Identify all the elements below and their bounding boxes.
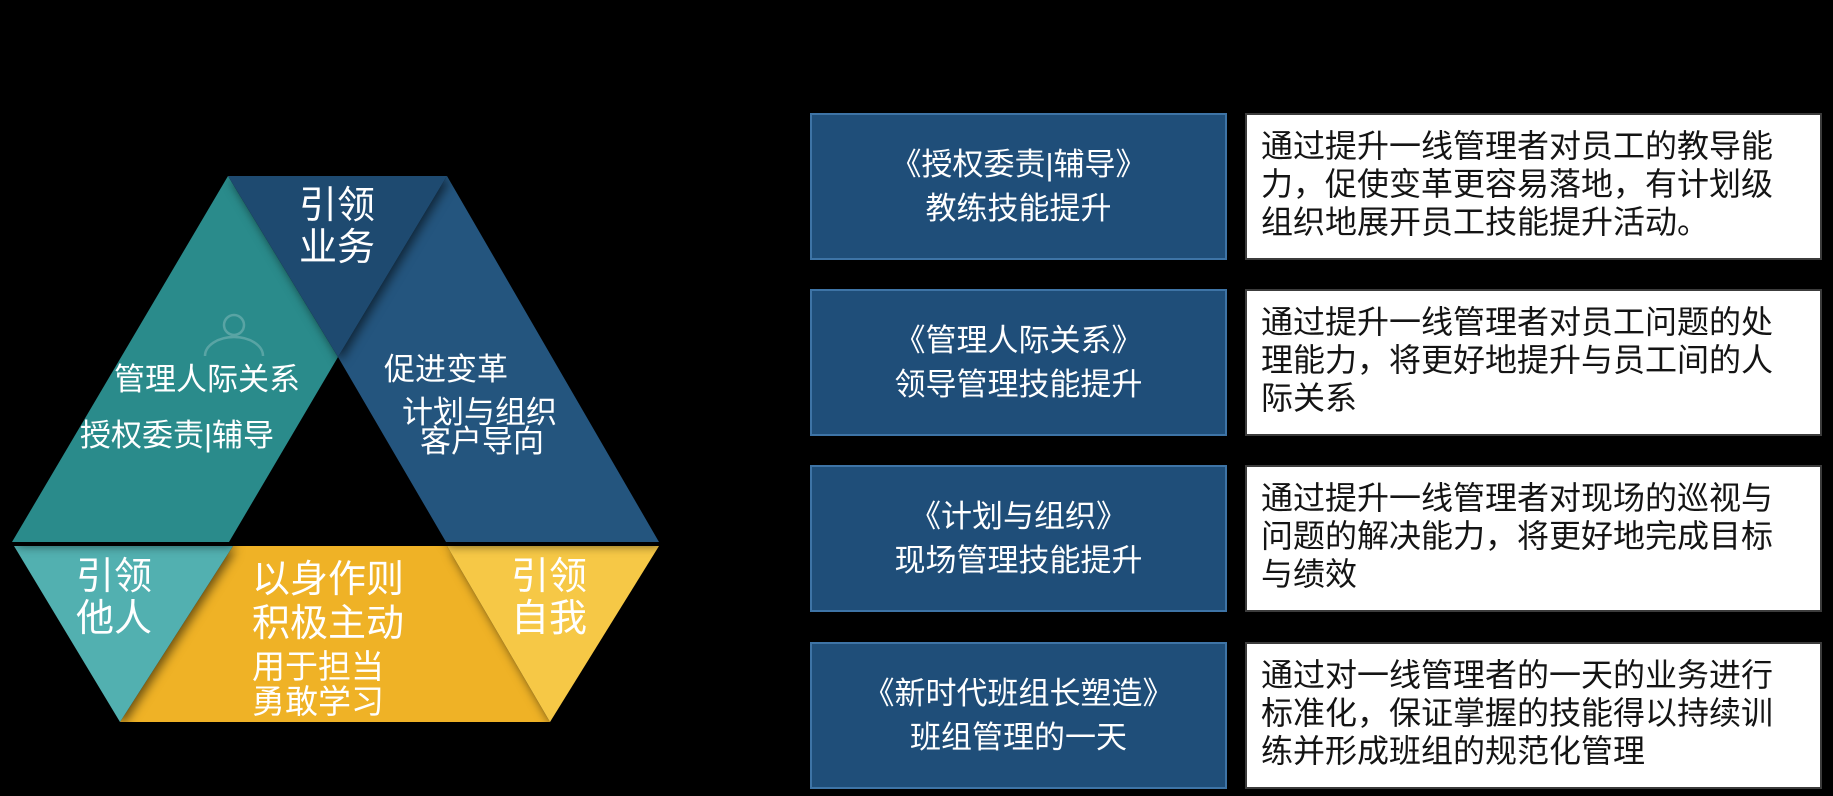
course-title-box-3: 《计划与组织》 现场管理技能提升 — [810, 465, 1227, 612]
yellow-corner-triangle — [447, 546, 659, 722]
course-desc-box-3: 通过提升一线管理者对现场的巡视与问题的解决能力，将更好地完成目标与绩效 — [1245, 465, 1822, 612]
course-title-box-2: 《管理人际关系》 领导管理技能提升 — [810, 289, 1227, 436]
label-yellow-band-1: 以身作则 — [252, 559, 404, 601]
label-lead-self-2: 自我 — [511, 598, 587, 640]
label-blue-band-2: 计划与组织 — [402, 395, 557, 430]
label-lead-business-1: 引领 — [299, 185, 375, 227]
label-yellow-band-3: 用于担当 — [252, 648, 384, 685]
label-teal-band-1: 管理人际关系 — [114, 362, 300, 397]
label-lead-others-1: 引领 — [76, 556, 152, 598]
teal-corner-triangle — [14, 546, 233, 722]
course-desc-text: 通过对一线管理者的一天的业务进行标准化，保证掌握的技能得以持续训练并形成班组的规… — [1261, 657, 1774, 769]
label-lead-others-2: 他人 — [76, 598, 152, 640]
leadership-triangle-diagram: 引领 业务 促进变革 计划与组织 客户导向 管理人际关系 授权委责|辅导 引领 … — [12, 176, 659, 722]
label-teal-band-2: 授权委责|辅导 — [80, 418, 274, 453]
course-title-box-4: 《新时代班组长塑造》 班组管理的一天 — [810, 642, 1227, 789]
yellow-band-shape — [120, 546, 550, 722]
label-lead-business-2: 业务 — [299, 227, 375, 269]
course-title-line: 《授权委责|辅导》 — [890, 146, 1147, 182]
label-blue-band-1: 促进变革 — [384, 352, 508, 387]
course-title-line: 班组管理的一天 — [910, 719, 1127, 755]
course-title-line: 《管理人际关系》 — [894, 322, 1143, 358]
course-title-line: 《计划与组织》 — [910, 498, 1127, 534]
course-desc-box-1: 通过提升一线管理者对员工的教导能力，促使变革更容易落地，有计划级组织地展开员工技… — [1245, 113, 1822, 260]
course-title-line: 现场管理技能提升 — [894, 542, 1143, 578]
course-title-box-1: 《授权委责|辅导》 教练技能提升 — [810, 113, 1227, 260]
person-icon — [203, 313, 265, 357]
course-desc-text: 通过提升一线管理者对员工问题的处理能力，将更好地提升与员工间的人际关系 — [1261, 304, 1774, 416]
label-yellow-band-2: 积极主动 — [252, 603, 404, 645]
course-title-line: 《新时代班组长塑造》 — [863, 675, 1174, 711]
course-desc-text: 通过提升一线管理者对员工的教导能力，促使变革更容易落地，有计划级组织地展开员工技… — [1261, 128, 1774, 240]
label-lead-self-1: 引领 — [511, 556, 587, 598]
blue-band-shape — [338, 176, 659, 542]
label-yellow-band-4: 勇敢学习 — [252, 683, 384, 720]
label-blue-band-3: 客户导向 — [420, 424, 544, 459]
blue-top-triangle — [228, 176, 447, 357]
teal-band-shape — [12, 176, 338, 542]
course-title-line: 教练技能提升 — [925, 190, 1112, 226]
course-desc-text: 通过提升一线管理者对现场的巡视与问题的解决能力，将更好地完成目标与绩效 — [1261, 480, 1774, 592]
course-desc-box-2: 通过提升一线管理者对员工问题的处理能力，将更好地提升与员工间的人际关系 — [1245, 289, 1822, 436]
course-title-line: 领导管理技能提升 — [894, 366, 1143, 402]
course-desc-box-4: 通过对一线管理者的一天的业务进行标准化，保证掌握的技能得以持续训练并形成班组的规… — [1245, 642, 1822, 789]
